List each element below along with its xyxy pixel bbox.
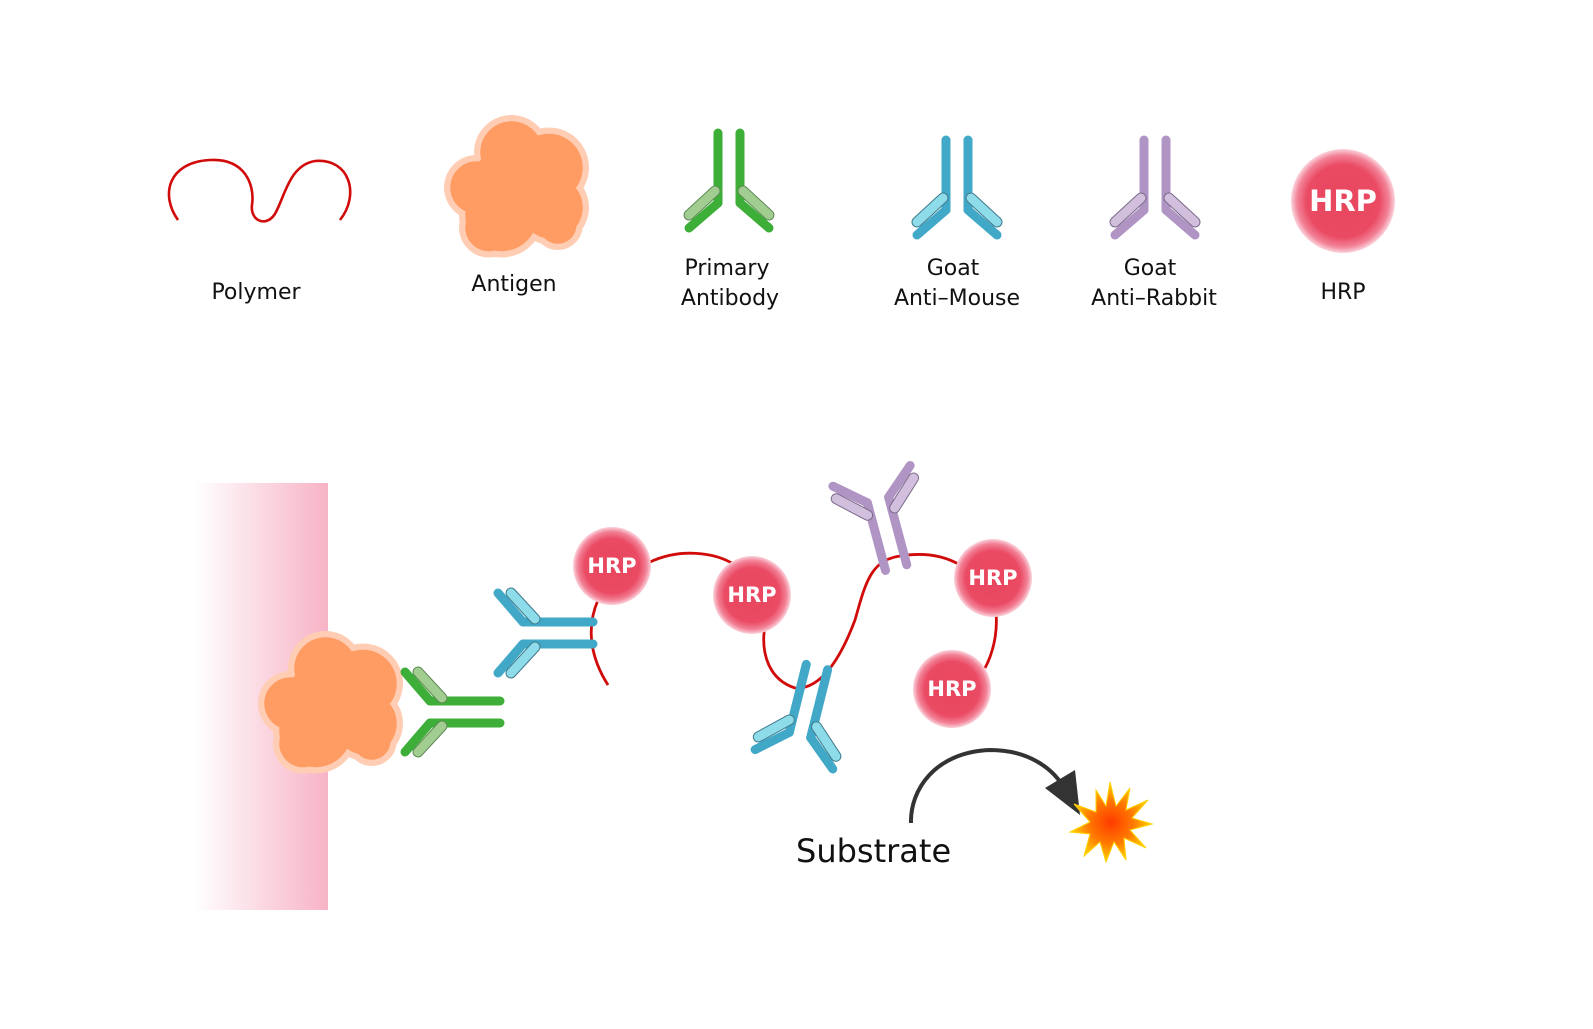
svg-text:HRP: HRP: [727, 583, 776, 607]
legend-hrp-badge: HRP: [1309, 184, 1377, 218]
hrp-enzyme-3: HRP: [954, 539, 1032, 617]
legend-goat-anti-mouse-label-line2: Anti–Mouse: [894, 286, 1020, 311]
legend-primary-antibody-label-line2: Antibody: [681, 286, 779, 311]
svg-text:HRP: HRP: [927, 677, 976, 701]
legend-goat-anti-rabbit-label-line1: Goat: [1124, 256, 1177, 281]
legend-goat-anti-rabbit-label-line2: Anti–Rabbit: [1091, 286, 1217, 311]
goat-anti-mouse-antibody-2: [755, 657, 856, 769]
legend-hrp: HRP HRP: [1291, 149, 1395, 305]
polymer-icon: [167, 158, 352, 223]
legend-goat-anti-mouse-label-line1: Goat: [927, 256, 980, 281]
signal-starburst-icon: [1068, 781, 1154, 864]
goat-anti-rabbit-antibody: [833, 465, 935, 577]
hrp-enzyme-1: HRP: [573, 527, 651, 605]
legend-polymer: Polymer: [167, 158, 352, 305]
hrp-icon: [1291, 149, 1395, 253]
legend-antigen-label: Antigen: [471, 272, 556, 297]
goat-anti-rabbit-icon: [1115, 140, 1195, 235]
legend-goat-anti-rabbit: Goat Anti–Rabbit: [1091, 140, 1217, 311]
legend-primary-antibody: Primary Antibody: [681, 133, 779, 311]
hrp-enzyme-4: HRP: [913, 650, 991, 728]
bound-primary-antibody: [405, 672, 500, 752]
legend-antigen: Antigen: [444, 115, 589, 297]
svg-text:HRP: HRP: [587, 554, 636, 578]
substrate-label: Substrate: [796, 832, 951, 870]
legend-hrp-label: HRP: [1320, 280, 1365, 305]
svg-text:HRP: HRP: [968, 566, 1017, 590]
arrowhead-icon: [1045, 770, 1080, 815]
antigen-icon: [444, 115, 589, 258]
goat-anti-mouse-icon: [917, 140, 997, 235]
legend-primary-antibody-label-line1: Primary: [684, 256, 769, 281]
primary-antibody-icon: [689, 133, 769, 228]
legend: Polymer Antigen Primary Antibody Goat An…: [167, 115, 1395, 311]
assay-diagram: HRP HRP HRP HRP Substrate: [195, 465, 1154, 910]
reaction-arrow: [908, 747, 1067, 824]
legend-polymer-label: Polymer: [211, 280, 301, 305]
legend-goat-anti-mouse: Goat Anti–Mouse: [894, 140, 1020, 311]
goat-anti-mouse-antibody-1: [498, 593, 593, 673]
hrp-enzyme-2: HRP: [713, 556, 791, 634]
